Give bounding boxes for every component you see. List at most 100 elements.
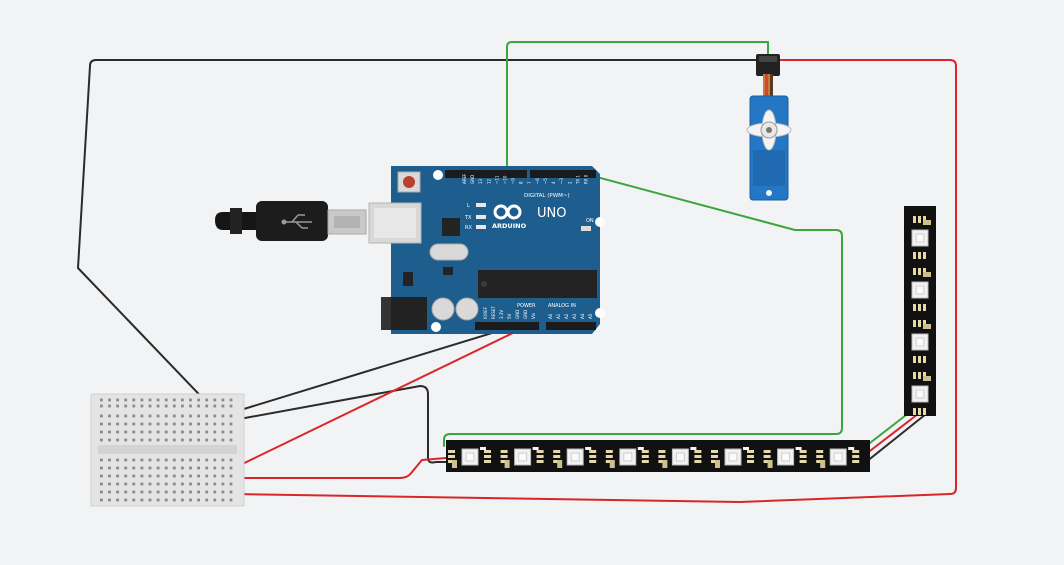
breadboard-hole[interactable] <box>100 490 103 494</box>
breadboard-hole[interactable] <box>140 474 144 478</box>
led-pixel[interactable] <box>911 216 931 259</box>
breadboard-hole[interactable] <box>197 458 200 462</box>
breadboard-hole[interactable] <box>148 438 152 442</box>
breadboard-hole[interactable] <box>189 404 192 408</box>
breadboard-hole[interactable] <box>164 482 168 486</box>
breadboard-hole[interactable] <box>221 398 225 402</box>
breadboard-hole[interactable] <box>124 490 128 494</box>
led-pixel[interactable] <box>658 447 702 468</box>
breadboard-hole[interactable] <box>100 482 103 486</box>
breadboard-hole[interactable] <box>148 430 152 434</box>
breadboard-hole[interactable] <box>229 482 233 486</box>
breadboard-hole[interactable] <box>116 398 119 402</box>
breadboard-hole[interactable] <box>140 466 144 470</box>
breadboard-hole[interactable] <box>213 404 217 408</box>
breadboard-hole[interactable] <box>156 404 160 408</box>
breadboard-hole[interactable] <box>140 490 144 494</box>
breadboard-hole[interactable] <box>108 414 111 418</box>
breadboard-hole[interactable] <box>140 482 144 486</box>
breadboard-hole[interactable] <box>189 414 192 418</box>
breadboard-hole[interactable] <box>164 474 168 478</box>
breadboard-hole[interactable] <box>164 422 168 426</box>
breadboard-hole[interactable] <box>164 438 168 442</box>
led-pixel[interactable] <box>911 268 931 311</box>
breadboard-hole[interactable] <box>164 430 168 434</box>
breadboard-hole[interactable] <box>172 482 176 486</box>
breadboard-hole[interactable] <box>213 414 217 418</box>
breadboard-hole[interactable] <box>181 490 184 494</box>
breadboard-hole[interactable] <box>108 474 111 478</box>
breadboard-hole[interactable] <box>132 398 136 402</box>
breadboard-hole[interactable] <box>181 414 184 418</box>
breadboard-hole[interactable] <box>181 422 184 426</box>
breadboard-hole[interactable] <box>189 458 192 462</box>
breadboard-hole[interactable] <box>221 458 225 462</box>
led-pixel[interactable] <box>553 447 597 468</box>
breadboard-hole[interactable] <box>181 474 184 478</box>
breadboard-hole[interactable] <box>156 398 160 402</box>
breadboard-hole[interactable] <box>124 498 128 502</box>
breadboard-hole[interactable] <box>205 498 209 502</box>
breadboard-hole[interactable] <box>164 490 168 494</box>
breadboard-hole[interactable] <box>189 474 192 478</box>
breadboard-hole[interactable] <box>181 404 184 408</box>
breadboard-hole[interactable] <box>213 438 217 442</box>
breadboard-hole[interactable] <box>116 458 119 462</box>
breadboard-hole[interactable] <box>205 466 209 470</box>
breadboard-hole[interactable] <box>172 474 176 478</box>
breadboard-hole[interactable] <box>116 404 119 408</box>
usb-cable[interactable] <box>215 201 367 241</box>
breadboard-hole[interactable] <box>221 422 225 426</box>
breadboard-hole[interactable] <box>140 398 144 402</box>
breadboard-hole[interactable] <box>116 498 119 502</box>
breadboard-hole[interactable] <box>229 490 233 494</box>
breadboard-hole[interactable] <box>172 498 176 502</box>
breadboard-hole[interactable] <box>108 490 111 494</box>
breadboard-hole[interactable] <box>197 414 200 418</box>
breadboard-hole[interactable] <box>205 490 209 494</box>
breadboard-hole[interactable] <box>229 438 233 442</box>
breadboard-hole[interactable] <box>132 430 136 434</box>
breadboard-hole[interactable] <box>108 458 111 462</box>
breadboard-hole[interactable] <box>116 474 119 478</box>
breadboard-hole[interactable] <box>229 466 233 470</box>
breadboard-hole[interactable] <box>205 404 209 408</box>
breadboard-hole[interactable] <box>108 498 111 502</box>
breadboard-hole[interactable] <box>132 490 136 494</box>
breadboard-hole[interactable] <box>221 404 225 408</box>
breadboard-hole[interactable] <box>100 430 103 434</box>
breadboard-hole[interactable] <box>124 414 128 418</box>
analog-header[interactable] <box>546 322 596 330</box>
breadboard-hole[interactable] <box>148 414 152 418</box>
breadboard-hole[interactable] <box>189 498 192 502</box>
breadboard-hole[interactable] <box>181 466 184 470</box>
breadboard-hole[interactable] <box>189 482 192 486</box>
breadboard-hole[interactable] <box>116 414 119 418</box>
breadboard-hole[interactable] <box>140 404 144 408</box>
breadboard-hole[interactable] <box>148 466 152 470</box>
breadboard-hole[interactable] <box>205 414 209 418</box>
breadboard-hole[interactable] <box>164 414 168 418</box>
breadboard-hole[interactable] <box>132 482 136 486</box>
breadboard-hole[interactable] <box>116 430 119 434</box>
breadboard-hole[interactable] <box>156 474 160 478</box>
wire-led-power-red[interactable] <box>233 457 447 479</box>
breadboard-hole[interactable] <box>189 438 192 442</box>
breadboard-hole[interactable] <box>229 414 233 418</box>
breadboard-hole[interactable] <box>205 474 209 478</box>
breadboard-hole[interactable] <box>229 398 233 402</box>
breadboard-hole[interactable] <box>172 438 176 442</box>
breadboard-hole[interactable] <box>108 398 111 402</box>
breadboard-hole[interactable] <box>140 438 144 442</box>
breadboard-hole[interactable] <box>124 466 128 470</box>
breadboard-hole[interactable] <box>164 398 168 402</box>
breadboard-hole[interactable] <box>116 490 119 494</box>
breadboard-hole[interactable] <box>148 398 152 402</box>
breadboard-hole[interactable] <box>156 498 160 502</box>
led-pixel[interactable] <box>500 447 544 468</box>
led-pixel[interactable] <box>763 447 807 468</box>
breadboard-hole[interactable] <box>181 438 184 442</box>
wire-strip-link-black[interactable] <box>865 413 927 463</box>
breadboard-hole[interactable] <box>116 466 119 470</box>
